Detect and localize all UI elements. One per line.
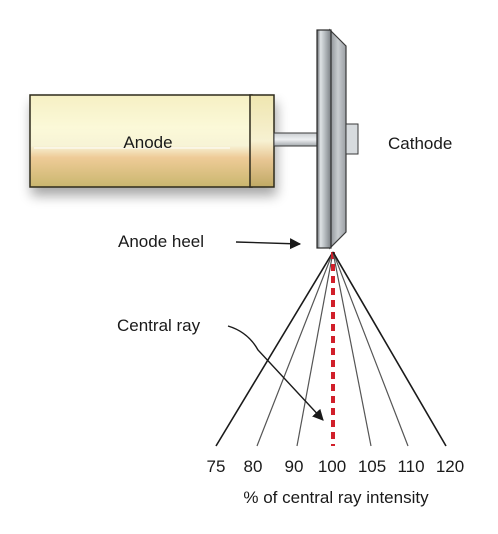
axis-caption: % of central ray intensity: [243, 488, 429, 507]
beam-lines: [215, 251, 447, 447]
beam-line-75: [215, 251, 334, 447]
intensity-tick-labels: 75 80 90 100 105 110 120: [207, 457, 465, 476]
anode-stem: [273, 132, 319, 147]
beam-line-120: [332, 251, 447, 447]
tick-label-75: 75: [207, 457, 226, 476]
tick-label-90: 90: [285, 457, 304, 476]
anode-tube-cap: [249, 94, 275, 188]
central-ray-label: Central ray: [117, 316, 201, 335]
beam-line-110: [332, 251, 409, 447]
target-plate-face: [316, 29, 332, 249]
tick-label-120: 120: [436, 457, 464, 476]
anode-heel-arrow: [235, 238, 302, 250]
tick-label-110: 110: [397, 457, 424, 476]
tick-label-100: 100: [318, 457, 346, 476]
beam-line-105: [332, 251, 372, 447]
central-ray-arrow: [227, 325, 324, 421]
anode-heel-label: Anode heel: [118, 232, 204, 251]
anode-label: Anode: [123, 133, 172, 152]
cathode-label: Cathode: [388, 134, 452, 153]
anode-tube: [29, 94, 275, 188]
cathode-tab: [345, 123, 359, 155]
beam-line-90: [296, 251, 334, 447]
target-plate: [316, 28, 359, 250]
anode-tube-body: [29, 94, 253, 188]
target-plate-bevel: [329, 28, 347, 250]
beam-line-80: [256, 251, 334, 447]
tick-label-80: 80: [244, 457, 263, 476]
tick-label-105: 105: [358, 457, 386, 476]
